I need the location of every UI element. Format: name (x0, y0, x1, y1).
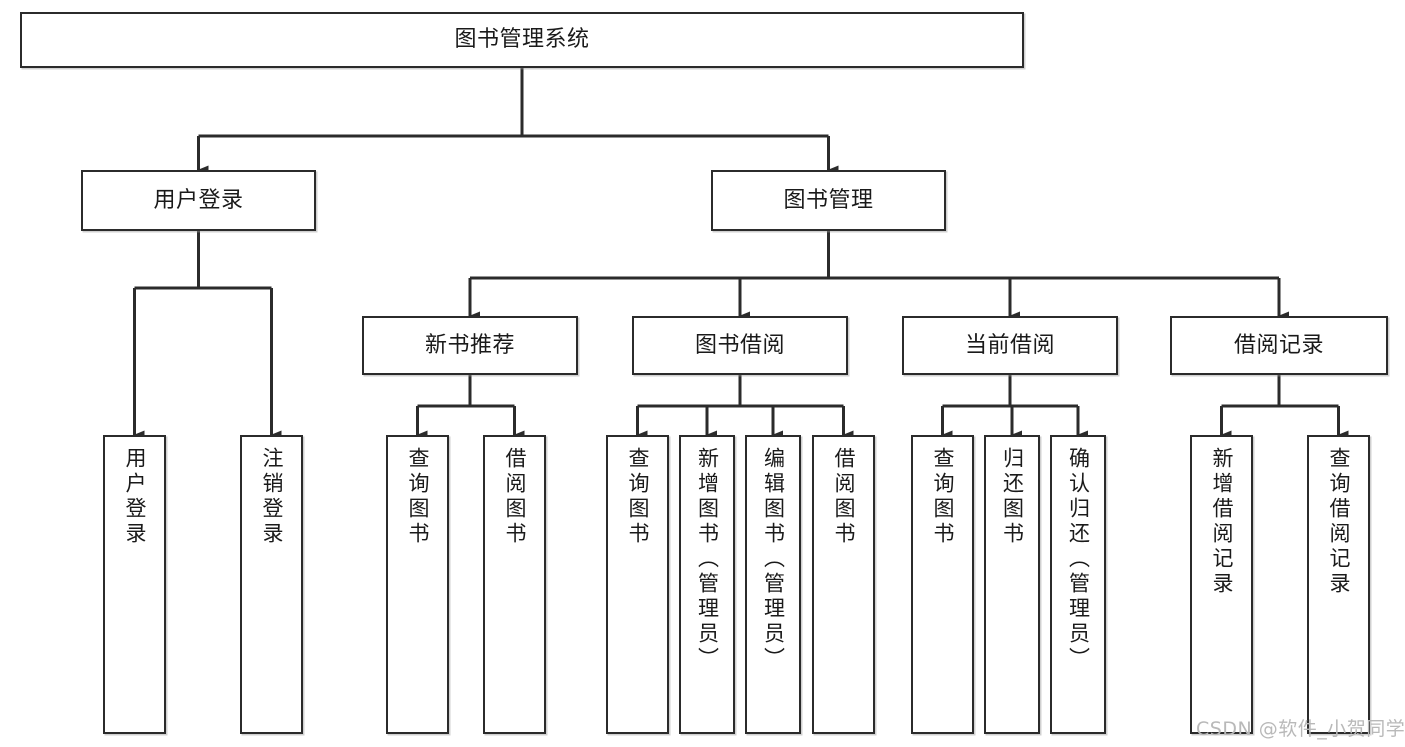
node-bookmgmt[interactable]: 图书管理 (711, 170, 946, 231)
node-root[interactable]: 图书管理系统 (20, 12, 1024, 68)
node-label: 借阅记录 (1233, 332, 1324, 358)
node-label: 用户登录 (123, 447, 147, 547)
node-label: 借阅图书 (503, 447, 527, 547)
node-label: 编辑图书（管理员） (761, 447, 786, 672)
node-l_logout[interactable]: 注销登录 (240, 435, 303, 734)
node-label: 新增图书（管理员） (695, 447, 720, 672)
node-l_qbook3[interactable]: 查询图书 (911, 435, 974, 734)
node-l_bbook1[interactable]: 借阅图书 (483, 435, 546, 734)
node-label: 查询图书 (931, 447, 955, 547)
node-label: 新增借阅记录 (1210, 447, 1234, 597)
node-label: 借阅图书 (832, 447, 856, 547)
node-l_bbook2[interactable]: 借阅图书 (812, 435, 875, 734)
node-label: 图书管理系统 (454, 27, 590, 53)
node-label: 新书推荐 (424, 332, 515, 358)
node-l_qbook2[interactable]: 查询图书 (606, 435, 669, 734)
node-label: 查询借阅记录 (1327, 447, 1351, 597)
node-l_return[interactable]: 归还图书 (984, 435, 1040, 734)
node-label: 图书借阅 (694, 332, 785, 358)
node-l_login[interactable]: 用户登录 (103, 435, 166, 734)
node-label: 确认归还（管理员） (1066, 447, 1091, 672)
node-label: 注销登录 (260, 447, 284, 547)
node-l_qrec[interactable]: 查询借阅记录 (1307, 435, 1370, 734)
edge-group (133, 68, 1349, 440)
node-l_confirm[interactable]: 确认归还（管理员） (1050, 435, 1106, 734)
watermark: CSDN @软件_小贺同学 (1196, 718, 1405, 740)
node-label: 查询图书 (626, 447, 650, 547)
node-label: 图书管理 (783, 187, 874, 213)
node-label: 查询图书 (406, 447, 430, 547)
node-newbook[interactable]: 新书推荐 (362, 316, 578, 375)
node-login[interactable]: 用户登录 (81, 170, 316, 231)
node-l_addrec[interactable]: 新增借阅记录 (1190, 435, 1253, 734)
node-current[interactable]: 当前借阅 (902, 316, 1118, 375)
node-l_editbook[interactable]: 编辑图书（管理员） (745, 435, 801, 734)
node-records[interactable]: 借阅记录 (1170, 316, 1388, 375)
node-borrow[interactable]: 图书借阅 (632, 316, 848, 375)
node-label: 归还图书 (1000, 447, 1025, 547)
node-l_qbook1[interactable]: 查询图书 (386, 435, 449, 734)
node-label: 当前借阅 (964, 332, 1055, 358)
node-l_addbook[interactable]: 新增图书（管理员） (679, 435, 735, 734)
node-label: 用户登录 (153, 187, 244, 213)
